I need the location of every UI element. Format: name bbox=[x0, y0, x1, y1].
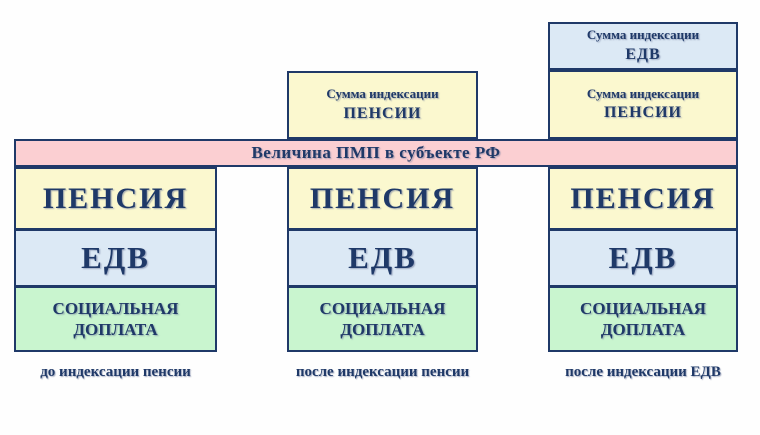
pmp-value-label: Величина ПМП в субъекте РФ bbox=[251, 143, 501, 162]
col2-pension-box: ПЕНСИЯ bbox=[287, 167, 478, 230]
col2-social-supplement-label: СОЦИАЛЬНАЯ ДОПЛАТА bbox=[319, 298, 446, 339]
pmp-value-bar: Величина ПМП в субъекте РФ bbox=[14, 139, 738, 167]
col1-pension-box: ПЕНСИЯ bbox=[14, 167, 217, 230]
sum-indexation-pension-box-col2: Сумма индексации ПЕНСИИ bbox=[287, 71, 478, 139]
sum-indexation-pension-box-col3: Сумма индексации ПЕНСИИ bbox=[548, 70, 738, 139]
col1-edv-box: ЕДВ bbox=[14, 229, 217, 287]
col3-social-supplement-box: СОЦИАЛЬНАЯ ДОПЛАТА bbox=[548, 286, 738, 352]
col1-social-supplement-label: СОЦИАЛЬНАЯ ДОПЛАТА bbox=[52, 298, 179, 339]
col3-pension-label: ПЕНСИЯ bbox=[570, 181, 716, 215]
col3-edv-label: ЕДВ bbox=[608, 240, 678, 275]
caption-after-edv-indexation: после индексации ЕДВ bbox=[565, 364, 721, 380]
sum-indexation-edv-box: Сумма индексации ЕДВ bbox=[548, 22, 738, 70]
caption-before-pension-indexation: до индексации пенсии bbox=[40, 364, 191, 380]
sum-indexation-pension-col2-line1: Сумма индексации bbox=[326, 86, 439, 102]
caption-after-pension-indexation: после индексации пенсии bbox=[295, 364, 470, 380]
col1-social-supplement-box: СОЦИАЛЬНАЯ ДОПЛАТА bbox=[14, 286, 217, 352]
col3-edv-box: ЕДВ bbox=[548, 229, 738, 287]
col2-social-supplement-box: СОЦИАЛЬНАЯ ДОПЛАТА bbox=[287, 286, 478, 352]
sum-indexation-pension-col3-line2: ПЕНСИИ bbox=[603, 104, 682, 122]
col2-edv-label: ЕДВ bbox=[348, 240, 417, 275]
col3-social-supplement-label: СОЦИАЛЬНАЯ ДОПЛАТА bbox=[580, 298, 706, 339]
sum-indexation-pension-col3-line1: Сумма индексации bbox=[586, 85, 700, 101]
sum-indexation-pension-col2-line2: ПЕНСИИ bbox=[343, 104, 422, 122]
col3-pension-box: ПЕНСИЯ bbox=[548, 167, 738, 230]
col2-pension-label: ПЕНСИЯ bbox=[309, 181, 456, 215]
sum-indexation-edv-line1: Сумма индексации bbox=[586, 27, 700, 43]
col1-pension-label: ПЕНСИЯ bbox=[42, 181, 189, 215]
sum-indexation-edv-line2: ЕДВ bbox=[625, 45, 661, 63]
col1-edv-label: ЕДВ bbox=[81, 240, 150, 275]
col2-edv-box: ЕДВ bbox=[287, 229, 478, 287]
